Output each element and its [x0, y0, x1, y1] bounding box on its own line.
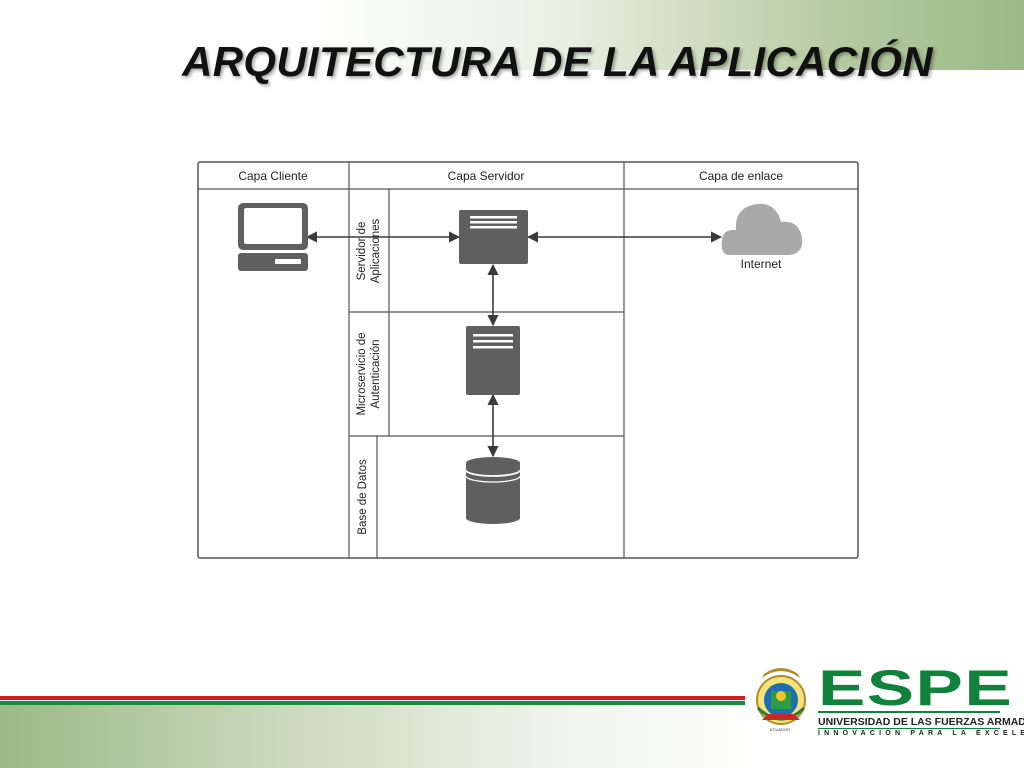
cloud-icon: Internet — [721, 203, 803, 271]
university-seal — [756, 668, 806, 725]
row-label-database: Base de Datos — [357, 459, 369, 535]
server-icon — [466, 326, 520, 395]
footer-stripe-red — [0, 696, 745, 700]
slide-title: ARQUITECTURA DE LA APLICACIÓN — [182, 38, 933, 85]
row-label-database-line1: Base de Datos — [357, 459, 369, 535]
bottom-decorative-band — [0, 705, 1024, 768]
server-icon — [459, 210, 528, 264]
laptop-icon — [238, 203, 308, 271]
column-header-servidor: Capa Servidor — [448, 169, 525, 183]
row-label-auth-service: Microservicio de Autenticación — [356, 332, 382, 415]
row-label-app-server-line1: Servidor de — [356, 222, 368, 281]
footer-stripe-green — [0, 701, 745, 705]
brand-rule-bottom — [818, 728, 1000, 729]
row-label-auth-line2: Autenticación — [370, 339, 382, 408]
top-decorative-band — [0, 0, 1024, 70]
column-header-enlace: Capa de enlace — [699, 169, 783, 183]
column-header-cliente: Capa Cliente — [238, 169, 308, 183]
brand-logo-text: ESPE — [818, 660, 1014, 716]
university-name: UNIVERSIDAD DE LAS FUERZAS ARMADAS — [818, 716, 1024, 728]
row-label-auth-line1: Microservicio de — [356, 332, 368, 415]
seal-caption: ECUADOR — [769, 727, 790, 732]
database-icon — [465, 457, 521, 524]
internet-label: Internet — [741, 257, 782, 271]
row-label-app-server-line2: Aplicaciones — [370, 218, 382, 283]
diagram-frame — [197, 161, 859, 559]
brand-rule-top — [818, 711, 1000, 713]
university-motto: INNOVACIÓN PARA LA EXCELENCIA — [818, 730, 1024, 737]
